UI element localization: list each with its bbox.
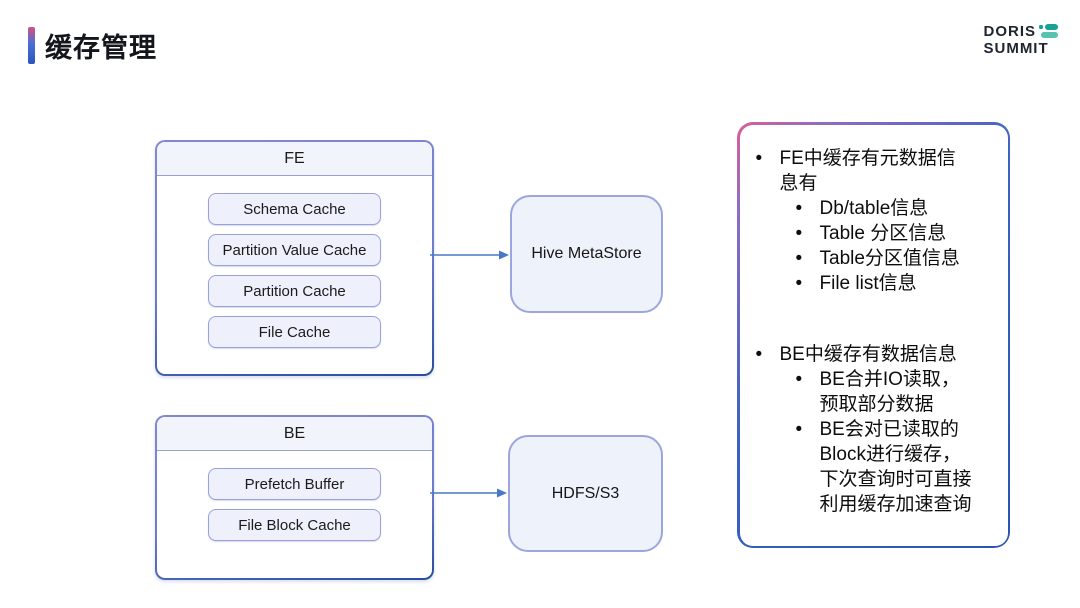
- note-text: Table分区值信息: [819, 247, 960, 269]
- bullet-icon: [756, 146, 780, 196]
- bullet-icon: [796, 221, 820, 246]
- note-item: BE中缓存有数据信息: [756, 342, 996, 367]
- logo-text-doris: DORIS: [983, 23, 1036, 40]
- cache-box-partition-value-cache: Partition Value Cache: [208, 234, 381, 266]
- logo-icon-dot: [1039, 25, 1043, 29]
- fe-to-hive-arrow: [430, 250, 509, 260]
- title-accent-bar: [28, 27, 35, 64]
- note-text: File list信息: [819, 272, 917, 294]
- note-text: BE合并IO读取， 预取部分数据: [819, 368, 960, 415]
- logo-text-summit: SUMMIT: [983, 40, 1049, 57]
- bullet-icon: [796, 271, 820, 296]
- cache-box-file-block-cache: File Block Cache: [208, 509, 381, 541]
- fe-node-body: Schema Cache Partition Value Cache Parti…: [157, 176, 432, 374]
- be-node-body: Prefetch Buffer File Block Cache: [157, 451, 432, 578]
- logo-icon-top-bar: [1045, 24, 1058, 30]
- notes-panel-inner: FE中缓存有元数据信 息有 Db/table信息 Table 分区信息 Tabl…: [739, 124, 1008, 546]
- note-text: BE中缓存有数据信息: [779, 343, 957, 365]
- notes-panel: FE中缓存有元数据信 息有 Db/table信息 Table 分区信息 Tabl…: [737, 122, 1010, 548]
- note-group-fe: FE中缓存有元数据信 息有 Db/table信息 Table 分区信息 Tabl…: [756, 146, 996, 296]
- note-text: FE中缓存有元数据信 息有: [779, 147, 956, 194]
- cache-box-file-cache: File Cache: [208, 316, 381, 348]
- bullet-icon: [796, 367, 820, 417]
- fe-node: FE Schema Cache Partition Value Cache Pa…: [155, 140, 434, 376]
- note-subitem: Table 分区信息: [796, 221, 996, 246]
- note-subitem: Table分区值信息: [796, 246, 996, 271]
- note-text: BE会对已读取的 Block进行缓存， 下次查询时可直接 利用缓存加速查询: [819, 418, 972, 515]
- note-subitem: Db/table信息: [796, 196, 996, 221]
- bullet-icon: [756, 342, 780, 367]
- note-text: Db/table信息: [819, 197, 929, 219]
- note-subitem: File list信息: [796, 271, 996, 296]
- doris-summit-logo: DORIS SUMMIT: [983, 23, 1058, 57]
- note-text: Table 分区信息: [819, 222, 947, 244]
- note-item: FE中缓存有元数据信 息有: [756, 146, 996, 196]
- doris-logo-icon: [1039, 24, 1058, 39]
- cache-box-partition-cache: Partition Cache: [208, 275, 381, 307]
- logo-row-top: DORIS: [983, 23, 1058, 40]
- cache-box-prefetch-buffer: Prefetch Buffer: [208, 468, 381, 500]
- bullet-icon: [796, 196, 820, 221]
- be-to-hdfs-arrow: [430, 488, 507, 498]
- note-group-be: BE中缓存有数据信息 BE合并IO读取， 预取部分数据 BE会对已读取的 Blo…: [756, 342, 996, 517]
- hive-metastore-node: Hive MetaStore: [510, 195, 663, 313]
- note-subitem: BE合并IO读取， 预取部分数据: [796, 367, 996, 417]
- fe-node-inner: FE Schema Cache Partition Value Cache Pa…: [157, 142, 432, 374]
- logo-icon-bottom-bar: [1041, 32, 1058, 38]
- be-node-title: BE: [157, 417, 432, 451]
- note-subitem: BE会对已读取的 Block进行缓存， 下次查询时可直接 利用缓存加速查询: [796, 417, 996, 517]
- cache-box-schema-cache: Schema Cache: [208, 193, 381, 225]
- page-title: 缓存管理: [45, 33, 157, 63]
- bullet-icon: [796, 246, 820, 271]
- fe-node-title: FE: [157, 142, 432, 176]
- be-node-inner: BE Prefetch Buffer File Block Cache: [157, 417, 432, 578]
- be-node: BE Prefetch Buffer File Block Cache: [155, 415, 434, 580]
- slide-header: 缓存管理: [28, 26, 157, 65]
- bullet-icon: [796, 417, 820, 517]
- hdfs-s3-node: HDFS/S3: [508, 435, 663, 552]
